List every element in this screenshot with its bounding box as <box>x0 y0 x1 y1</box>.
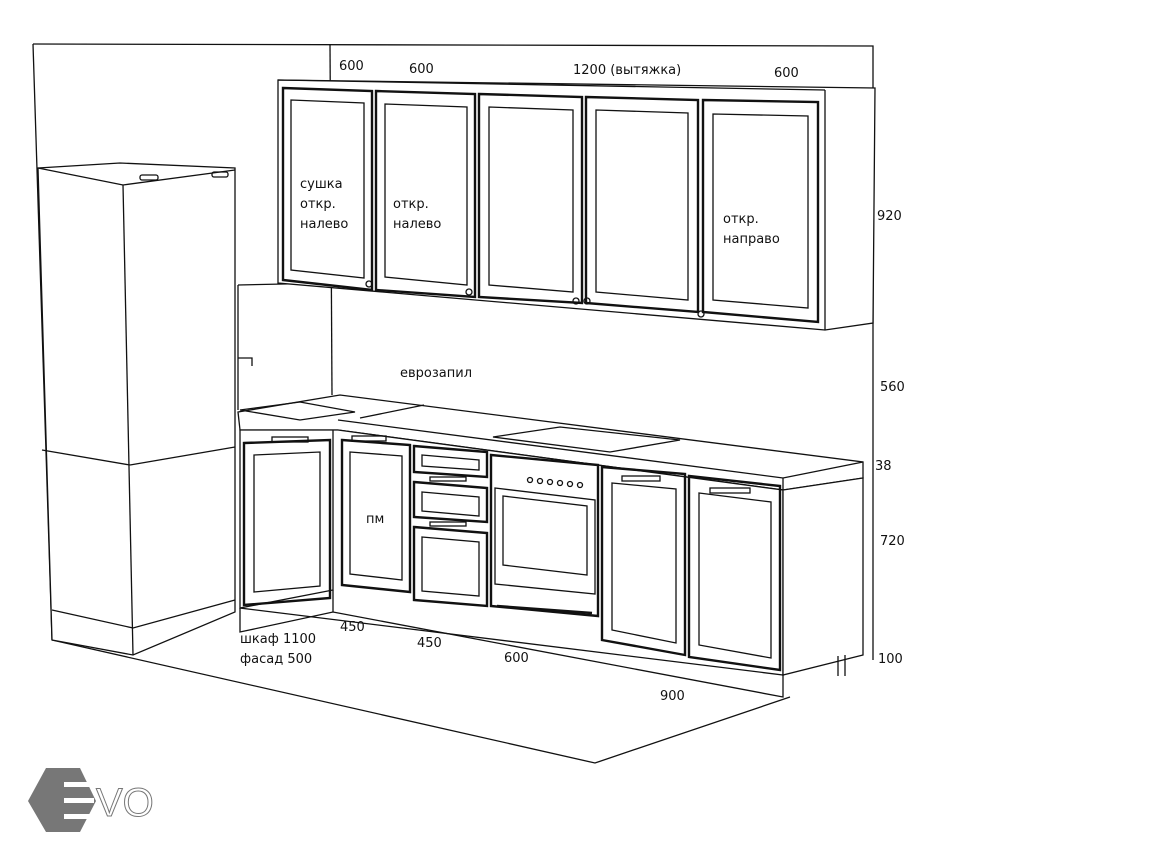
dim-height-base: 720 <box>880 534 905 549</box>
dim-height-plinth: 100 <box>878 652 903 667</box>
base-door-6 <box>687 474 782 672</box>
cooktop <box>492 426 681 453</box>
upper-cabinets <box>277 79 876 331</box>
oven <box>489 453 600 618</box>
note-dishwasher: пм <box>366 512 385 527</box>
dim-upper-1: 600 <box>339 59 364 74</box>
note-countertop-joint: еврозапил <box>400 366 473 381</box>
base-door-5 <box>600 465 687 657</box>
dim-base-3: 600 <box>504 651 529 666</box>
note-upper-5: откр.направо <box>723 212 780 247</box>
base-door-corner <box>242 436 332 607</box>
dim-upper-4: 600 <box>774 66 799 81</box>
dim-upper-2: 600 <box>409 62 434 77</box>
dim-height-countertop: 38 <box>875 459 892 474</box>
dim-upper-3: 1200 (вытяжка) <box>573 63 682 78</box>
note-upper-2: откр.налево <box>393 197 442 232</box>
dim-base-4: 900 <box>660 689 685 704</box>
base-door-dishwasher <box>340 435 412 594</box>
dim-height-gap: 560 <box>880 380 905 395</box>
dim-base-2: 450 <box>417 636 442 651</box>
upper-door-2 <box>374 89 477 299</box>
upper-door-5 <box>701 98 820 324</box>
faucet-icon <box>238 357 253 366</box>
upper-door-1 <box>281 86 374 292</box>
fridge <box>37 162 236 656</box>
logo-text: VO <box>96 781 154 825</box>
base-cabinets <box>239 429 864 698</box>
dim-base-1: 450 <box>340 620 365 635</box>
sink <box>239 401 356 421</box>
dim-height-upper: 920 <box>877 209 902 224</box>
drawer-unit <box>412 444 489 608</box>
upper-door-3 <box>477 92 584 305</box>
evo-logo: VO <box>28 768 154 832</box>
